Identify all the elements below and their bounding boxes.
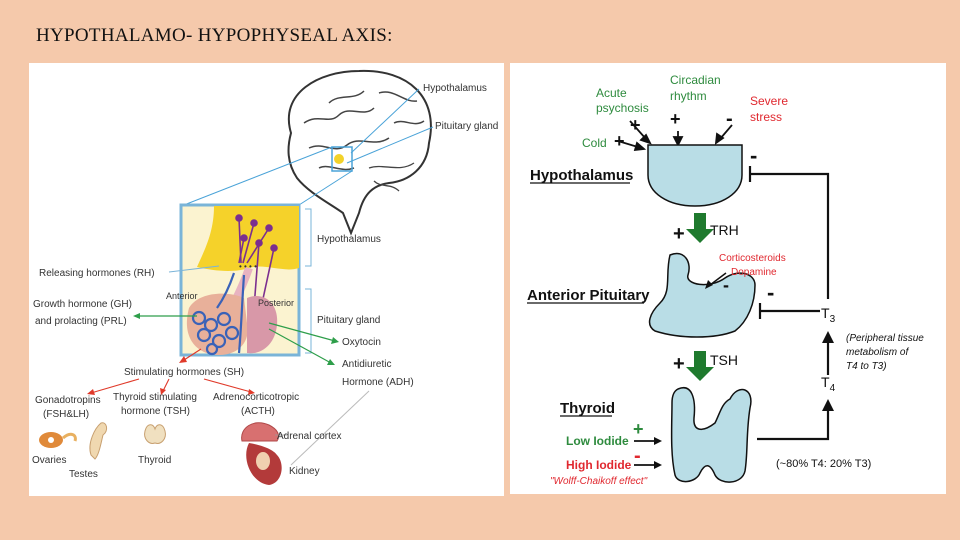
hypothalamo-pituitary-illustration: Hypothalamus Pituitary gland • • • • Ant… (29, 63, 504, 496)
label-peripheral-3: T4 to T3) (846, 361, 887, 372)
thyroid-illustration (144, 424, 166, 444)
label-acute-psychosis-1: Acute (596, 86, 627, 100)
label-adh-line1: Antidiuretic (342, 359, 391, 370)
label-circadian-1: Circadian (670, 73, 721, 87)
label-severe-stress-2: stress (750, 110, 782, 124)
axis-svg: Acute psychosis Circadian rhythm Severe … (527, 73, 924, 487)
hypothalamus-shape (647, 144, 743, 207)
minus-sign: - (726, 108, 733, 130)
label-prl: and prolacting (PRL) (35, 316, 127, 327)
label-tsh: TSH (710, 352, 738, 368)
label-tsh-line1: Thyroid stimulating (113, 392, 197, 403)
label-pituitary-box: Pituitary gland (317, 315, 380, 326)
adrenal-cortex-illustration (241, 422, 280, 442)
label-peripheral-1: (Peripheral tissue (846, 333, 924, 344)
input-arrows (617, 120, 733, 152)
hypothalamus-spot (334, 154, 344, 164)
thyroid-shape (670, 387, 752, 483)
hypothalamus-region (197, 206, 299, 271)
label-cold: Cold (582, 136, 607, 150)
label-low-iodide: Low Iodide (566, 434, 629, 448)
label-ratio: (~80% T4: 20% T3) (776, 458, 871, 470)
label-t4: T4 (821, 374, 836, 394)
label-t3: T3 (821, 305, 836, 325)
thyroid-axis-diagram: Acute psychosis Circadian rhythm Severe … (510, 63, 946, 494)
label-adrenal-cortex: Adrenal cortex (277, 431, 341, 442)
tsh-arrow (686, 351, 714, 381)
label-oxytocin: Oxytocin (342, 337, 381, 348)
hypothalamus-feedback-line (750, 172, 830, 299)
slide-title: HYPOTHALAMO- HYPOPHYSEAL AXIS: (36, 25, 393, 46)
label-thyroid-organ: Thyroid (138, 455, 171, 466)
neurons (235, 214, 278, 309)
label-stimulating-hormones: Stimulating hormones (SH) (124, 367, 244, 378)
plus-sign: + (670, 109, 681, 129)
label-anterior-pituitary: Anterior Pituitary (527, 287, 650, 304)
label-kidney: Kidney (289, 466, 320, 477)
label-pituitary-top: Pituitary gland (435, 121, 498, 132)
label-hypothalamus-box: Hypothalamus (317, 234, 381, 245)
portal-vessels (191, 272, 246, 356)
ovaries-illustration (39, 432, 77, 448)
label-acth-line1: Adrenocorticotropic (213, 392, 299, 403)
minus-sign: - (767, 280, 774, 305)
label-anterior: Anterior (166, 291, 198, 301)
label-corticosteroids: Corticosteroids (719, 253, 786, 264)
plus-sign: + (633, 419, 644, 439)
label-hypothalamus-top: Hypothalamus (423, 83, 487, 94)
label-acute-psychosis-2: psychosis (596, 101, 649, 115)
plus-sign: + (673, 353, 685, 375)
anterior-pituitary-shape (648, 252, 756, 338)
label-high-iodide: High Iodide (566, 458, 632, 472)
label-hypothalamus: Hypothalamus (530, 167, 633, 184)
label-dopamine: Dopamine (731, 267, 777, 278)
label-adh-line2: Hormone (ADH) (342, 377, 414, 388)
label-releasing-hormones: Releasing hormones (RH) (39, 268, 155, 279)
label-trh: TRH (710, 222, 739, 238)
label-tsh-line2: hormone (TSH) (121, 406, 190, 417)
label-posterior: Posterior (258, 298, 294, 308)
testes-illustration (89, 422, 108, 460)
illustration-svg: Hypothalamus Pituitary gland • • • • Ant… (32, 69, 498, 485)
label-gonadotropins: Gonadotropins (35, 395, 101, 406)
plus-sign: + (673, 223, 685, 245)
posterior-pituitary (247, 296, 278, 354)
plus-sign: + (630, 115, 641, 135)
label-fsh-lh: (FSH&LH) (43, 409, 89, 420)
trh-arrow (686, 213, 714, 243)
label-peripheral-2: metabolism of (846, 347, 909, 358)
label-circadian-2: rhythm (670, 89, 707, 103)
label-gh: Growth hormone (GH) (33, 299, 132, 310)
label-severe-stress-1: Severe (750, 94, 788, 108)
brain-highlight-box (331, 146, 353, 172)
label-acth-line2: (ACTH) (241, 406, 275, 417)
label-thyroid: Thyroid (560, 400, 615, 417)
label-wolff-chaikoff: "Wolff-Chaikoff effect" (550, 476, 648, 487)
minus-sign: - (634, 445, 641, 467)
minus-sign: - (723, 275, 729, 295)
thyroid-output-line (757, 409, 830, 441)
label-ovaries: Ovaries (32, 455, 66, 466)
svg-text:• • • •: • • • • (239, 262, 257, 271)
minus-sign: - (750, 143, 757, 168)
label-testes: Testes (69, 469, 98, 480)
